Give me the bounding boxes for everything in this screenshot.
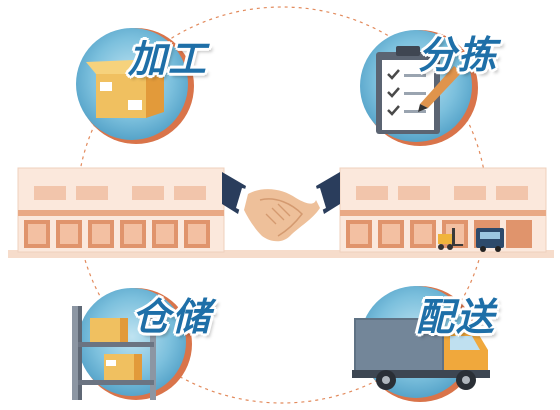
delivery-circle (352, 286, 490, 402)
process-circle (76, 28, 194, 144)
cardboard-box-icon (86, 56, 164, 118)
small-truck-icon (476, 228, 504, 252)
ground-strip (8, 250, 554, 258)
sort-label: 分拣 (418, 32, 499, 77)
process-label: 加工 (128, 36, 209, 81)
warehouse-shelf-icon (72, 300, 156, 400)
delivery-truck-icon (352, 318, 490, 390)
delivery-label: 配送 (416, 294, 497, 339)
forklift-icon (438, 228, 463, 250)
clipboard-checklist-icon (376, 46, 462, 134)
warehouse-left (17, 167, 225, 253)
warehouse-right (339, 167, 547, 253)
sort-circle (360, 30, 478, 146)
storage-label: 仓储 (132, 294, 213, 339)
handshake-icon (222, 172, 340, 242)
storage-circle (72, 288, 192, 400)
